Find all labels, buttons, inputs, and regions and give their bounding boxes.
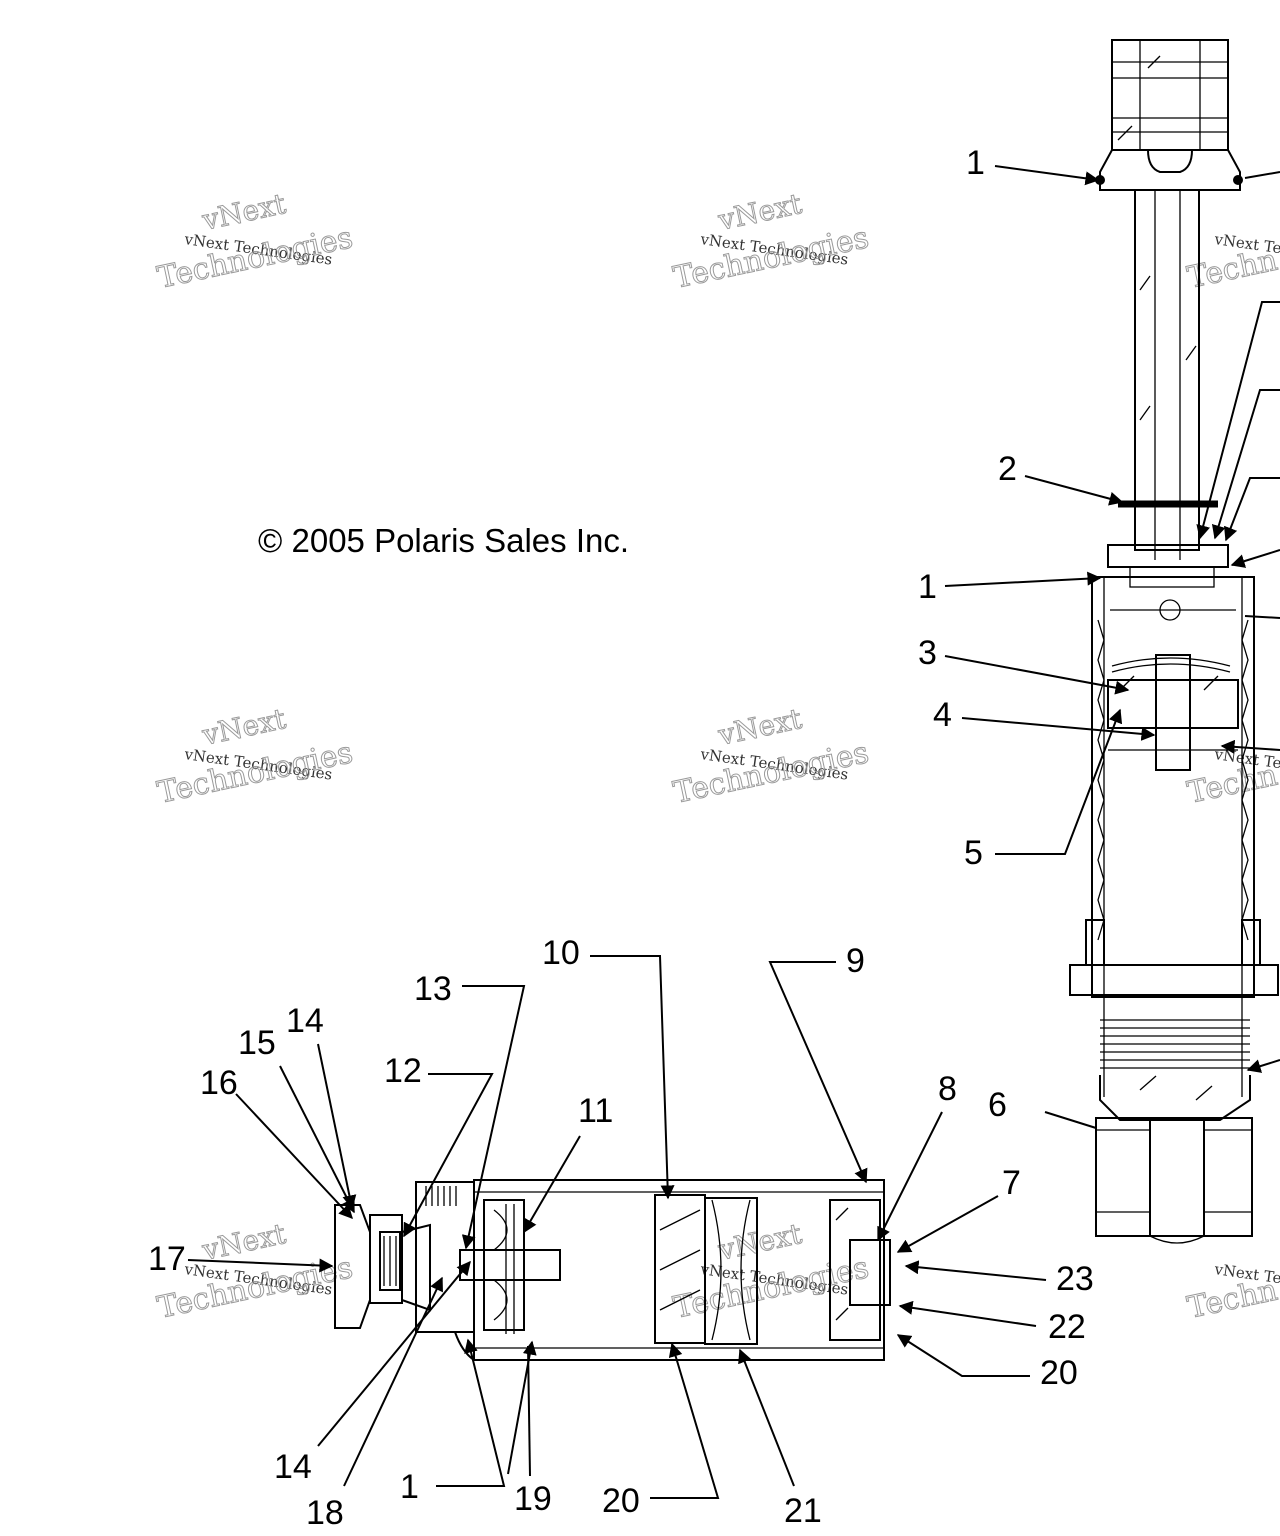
callout-23: 23 (1056, 1260, 1094, 1298)
callout-1-bottom: 1 (400, 1468, 419, 1506)
watermark-line3: Technologies (670, 735, 871, 811)
callout-10: 10 (542, 934, 580, 972)
callout-18: 18 (306, 1494, 344, 1532)
watermark-4: vNext vNext Technologies Technologies (154, 701, 356, 811)
watermark-2: vNext vNext Technologies Technologies (670, 186, 872, 296)
callout-11: 11 (578, 1092, 613, 1130)
callout-1-mid: 1 (918, 568, 937, 606)
callout-15: 15 (238, 1024, 276, 1062)
callout-2: 2 (998, 450, 1017, 488)
body-cap (1107, 544, 1229, 568)
callout-22: 22 (1048, 1308, 1086, 1346)
watermark-line1: vNext (199, 702, 290, 752)
callout-21: 21 (784, 1492, 822, 1530)
watermark-line1: vNext (715, 1217, 806, 1267)
leader-lines (187, 165, 1280, 1499)
watermark-line3: Techn (1184, 758, 1280, 811)
watermark-group: vNext vNext Technologies Technologies vN… (154, 186, 1280, 1326)
top-mount (1099, 149, 1241, 191)
callout-3: 3 (918, 634, 937, 672)
watermark-line3: Technologies (154, 220, 355, 296)
callout-12: 12 (384, 1052, 422, 1090)
watermark-line1: vNext (715, 702, 806, 752)
callout-8: 8 (938, 1070, 957, 1108)
callout-6: 6 (988, 1086, 1007, 1124)
watermark-line1: vNext (199, 187, 290, 237)
watermark-8: vNext vNext Technologies Technologies (670, 1216, 872, 1326)
callout-9: 9 (846, 942, 865, 980)
callout-17: 17 (148, 1240, 186, 1278)
callout-1-top: 1 (966, 144, 985, 182)
callout-19: 19 (514, 1480, 552, 1518)
spring-collar (1069, 964, 1279, 996)
callout-7: 7 (1002, 1164, 1021, 1202)
reservoir-right-end (829, 1199, 881, 1341)
watermark-line1: vNext (715, 187, 806, 237)
watermark-line1: vNext (199, 1217, 290, 1267)
shaft (1134, 189, 1200, 551)
callout-20-right: 20 (1040, 1354, 1078, 1392)
watermark-9: vNext Te Techn (1184, 1260, 1280, 1326)
callout-4: 4 (933, 696, 952, 734)
callout-5: 5 (964, 834, 983, 872)
callout-14-bottom: 14 (274, 1448, 312, 1486)
watermark-line3: Technologies (154, 735, 355, 811)
o-ring-top-right (1233, 175, 1243, 185)
callout-13: 13 (414, 970, 452, 1008)
watermark-line3: Techn (1184, 1273, 1280, 1326)
reservoir-cylinder (473, 1179, 885, 1361)
reservoir-horizontal (334, 1179, 891, 1361)
watermark-5: vNext vNext Technologies Technologies (670, 701, 872, 811)
piston (1107, 679, 1239, 729)
thread-section (1100, 1019, 1250, 1069)
top-eyelet (1111, 39, 1229, 151)
callout-14-top: 14 (286, 1002, 324, 1040)
watermark-6: vNext Te Techn (1184, 745, 1280, 811)
copyright-notice: © 2005 Polaris Sales Inc. (258, 522, 629, 559)
lower-mount (1099, 1075, 1251, 1121)
watermark-line3: Technologies (670, 220, 871, 296)
callout-20-bottom: 20 (602, 1482, 640, 1520)
shock-vertical (1069, 39, 1279, 1244)
bottom-eyelet (1095, 1117, 1253, 1237)
callout-16: 16 (200, 1064, 238, 1102)
piston-rod-end (1155, 654, 1191, 771)
callout-labels: 1 2 1 3 4 5 6 7 8 9 10 11 12 13 14 15 16… (148, 144, 1094, 1532)
watermark-1: vNext vNext Technologies Technologies (154, 186, 356, 296)
